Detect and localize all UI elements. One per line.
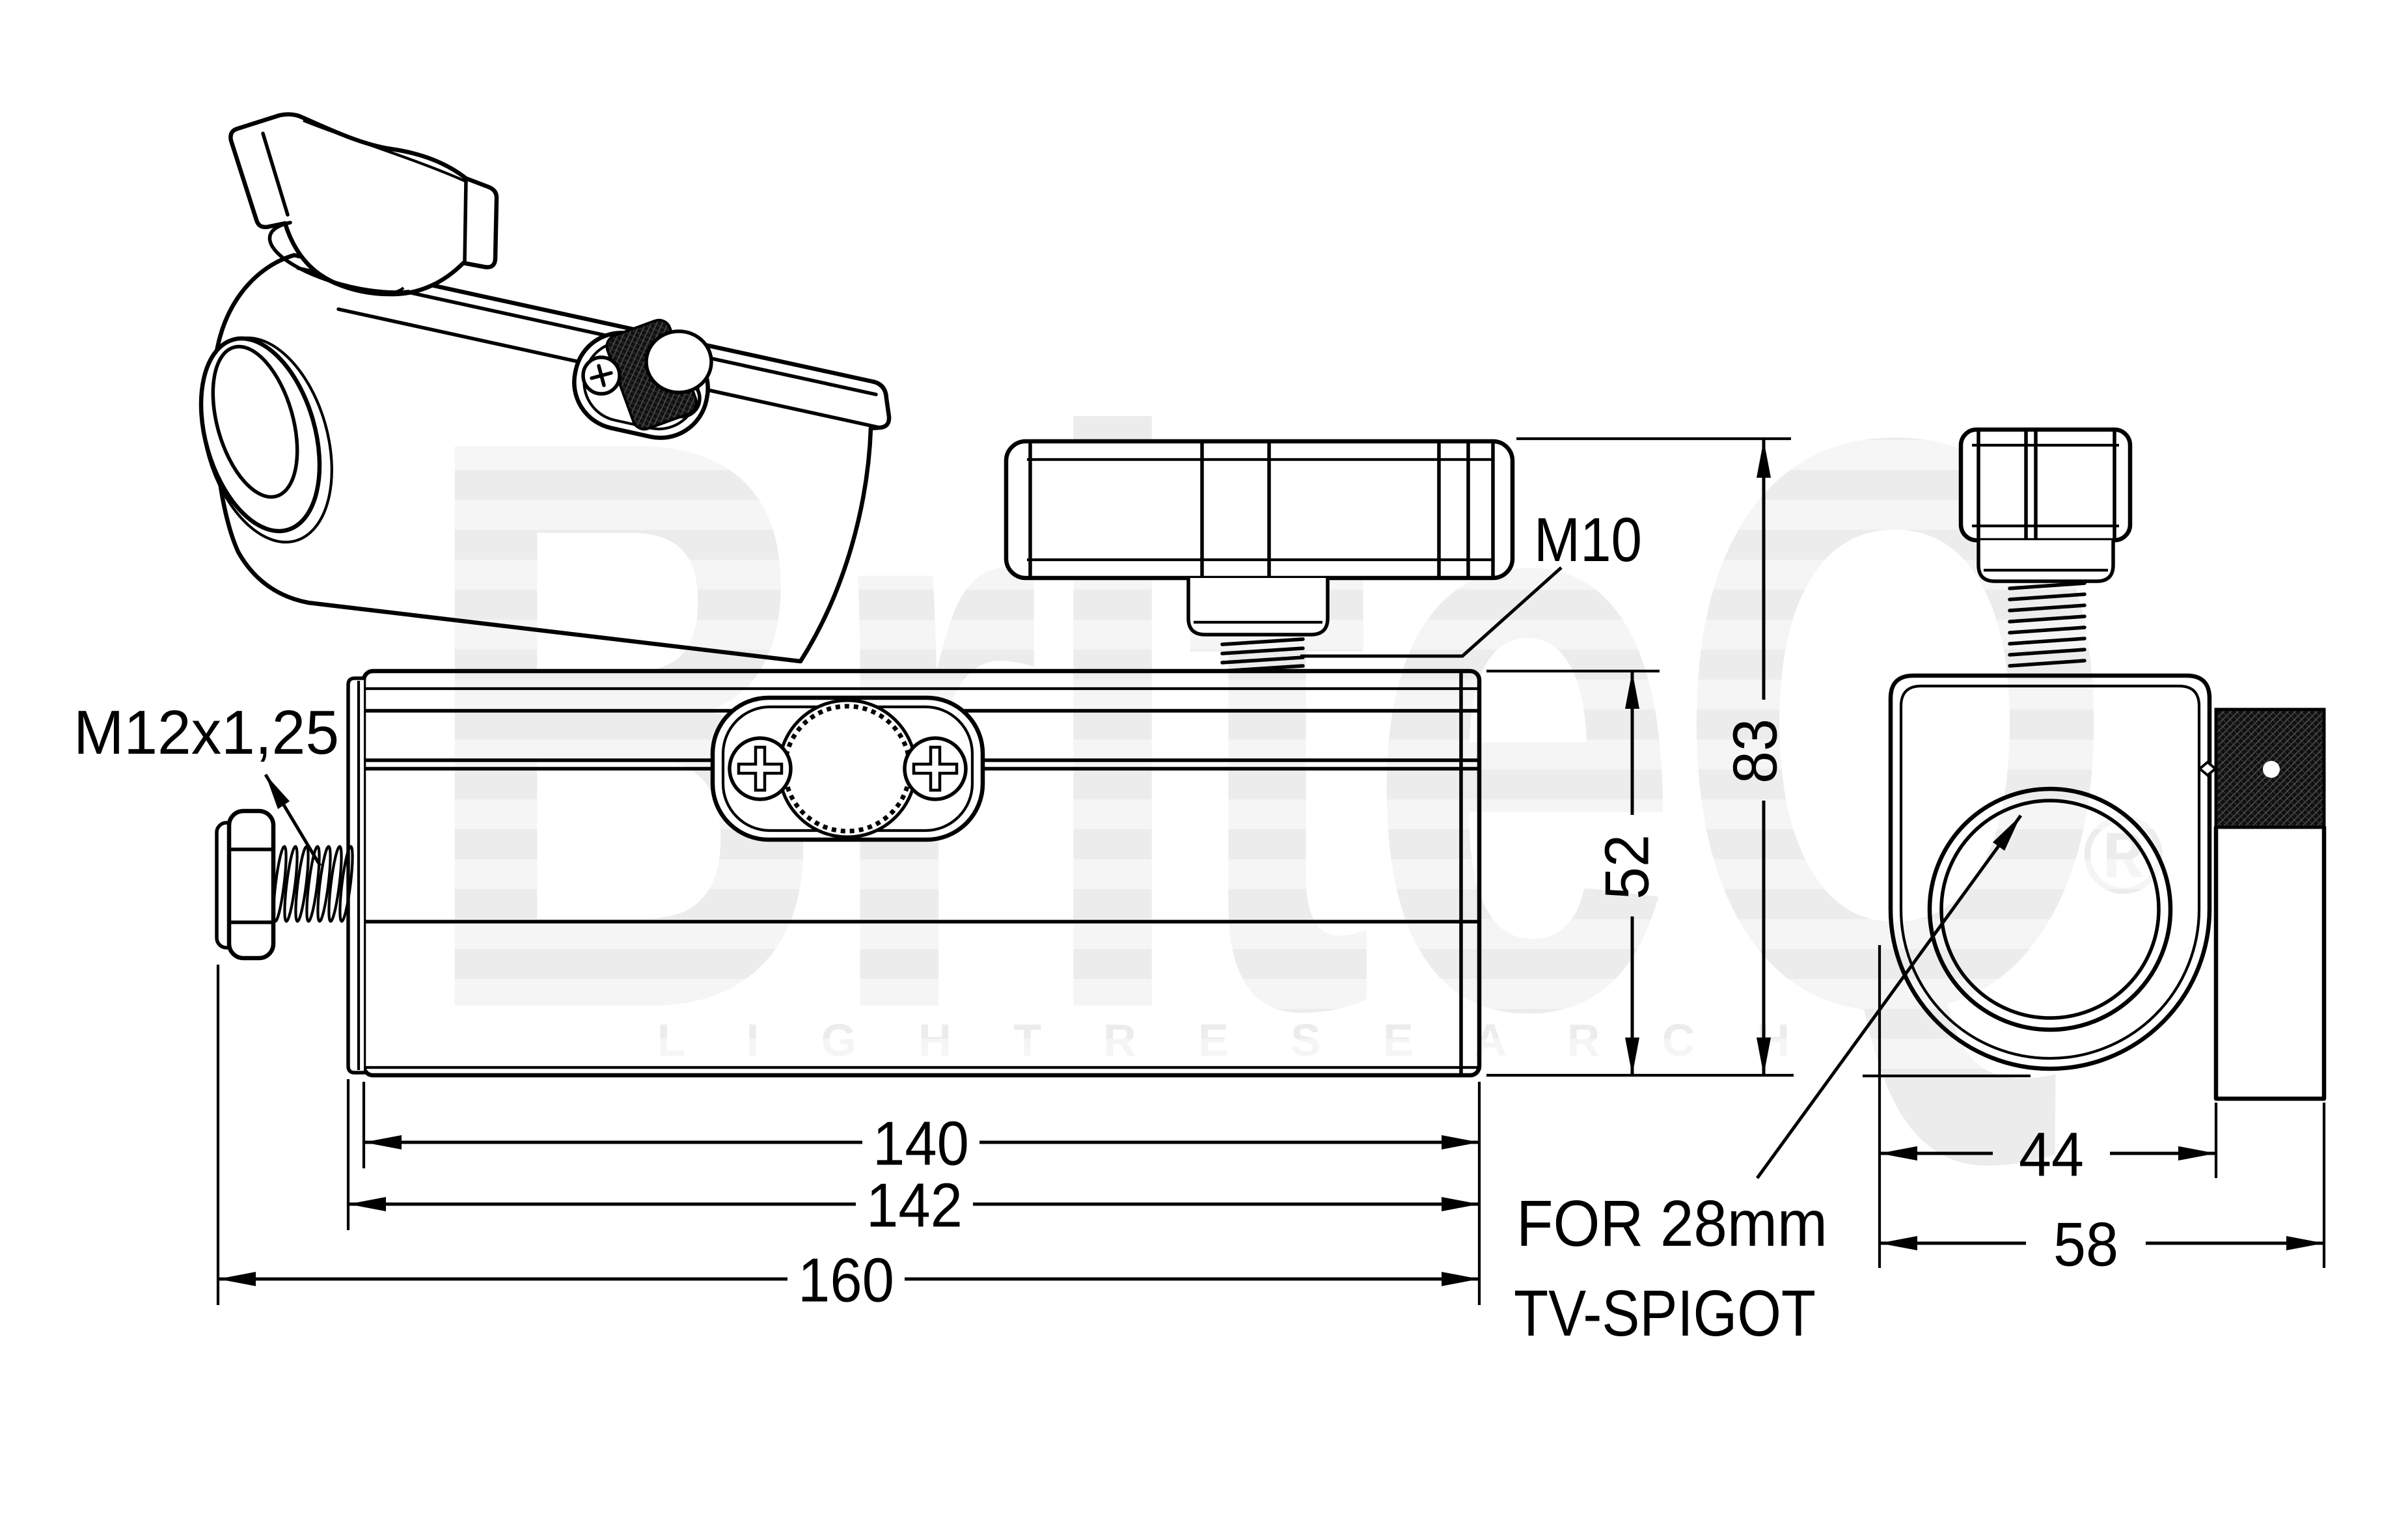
leader-arrow-icon (266, 775, 290, 809)
leader-arrow-icon (1993, 816, 2021, 851)
end-index-marker (2197, 760, 2218, 777)
end-thumbwheel-dot (2263, 761, 2280, 778)
end-thread-m10 (2008, 581, 2086, 668)
dimension-44: 44 (1880, 1120, 2216, 1190)
dimension-52: 52 (1593, 671, 1662, 1075)
label-m12: M12x1,25 (74, 698, 339, 767)
dimension-142: 142 (348, 1171, 1479, 1241)
side-thread-m10 (1220, 637, 1305, 673)
end-view (1888, 427, 2327, 1101)
dimension-83: 83 (1721, 440, 1790, 1075)
callouts: M12x1,25 M10 FOR 28mm TV-SPIGOT (74, 505, 2023, 1350)
side-thread-m12 (272, 845, 354, 923)
dimension-58: 58 (1880, 1210, 2324, 1280)
side-knurled-disc (777, 698, 918, 839)
svg-text:44: 44 (2019, 1120, 2084, 1190)
dimension-160: 160 (218, 1246, 1479, 1315)
end-knob-boss (1977, 538, 2115, 583)
side-knob-boss (1186, 576, 1330, 637)
dimensions: 140 142 160 52 (216, 437, 2326, 1315)
svg-text:52: 52 (1593, 834, 1662, 900)
perspective-view (198, 112, 892, 664)
side-m12-bolt (215, 808, 354, 961)
svg-text:160: 160 (798, 1246, 894, 1315)
phillips-cross-icon (590, 364, 613, 387)
end-spigot-hole (1927, 786, 2173, 1032)
label-spigot-line1: FOR 28mm (1516, 1187, 1827, 1260)
side-knob (1004, 439, 1515, 581)
label-m10: M10 (1534, 505, 1642, 575)
side-view (215, 439, 1515, 1078)
svg-text:142: 142 (866, 1171, 963, 1241)
svg-text:83: 83 (1721, 719, 1790, 784)
svg-text:58: 58 (2053, 1210, 2118, 1280)
perspective-pin (644, 329, 713, 394)
end-column (2213, 825, 2327, 1101)
svg-text:140: 140 (873, 1109, 969, 1179)
phillips-cross-icon (737, 745, 784, 792)
side-center-plate (710, 695, 985, 842)
phillips-cross-icon (912, 745, 959, 792)
label-spigot-line2: TV-SPIGOT (1514, 1277, 1816, 1350)
end-clamp-body (1888, 673, 2212, 1071)
dimension-140: 140 (364, 1109, 1479, 1179)
watermark-brand-text: BriteQ (417, 269, 2109, 1178)
